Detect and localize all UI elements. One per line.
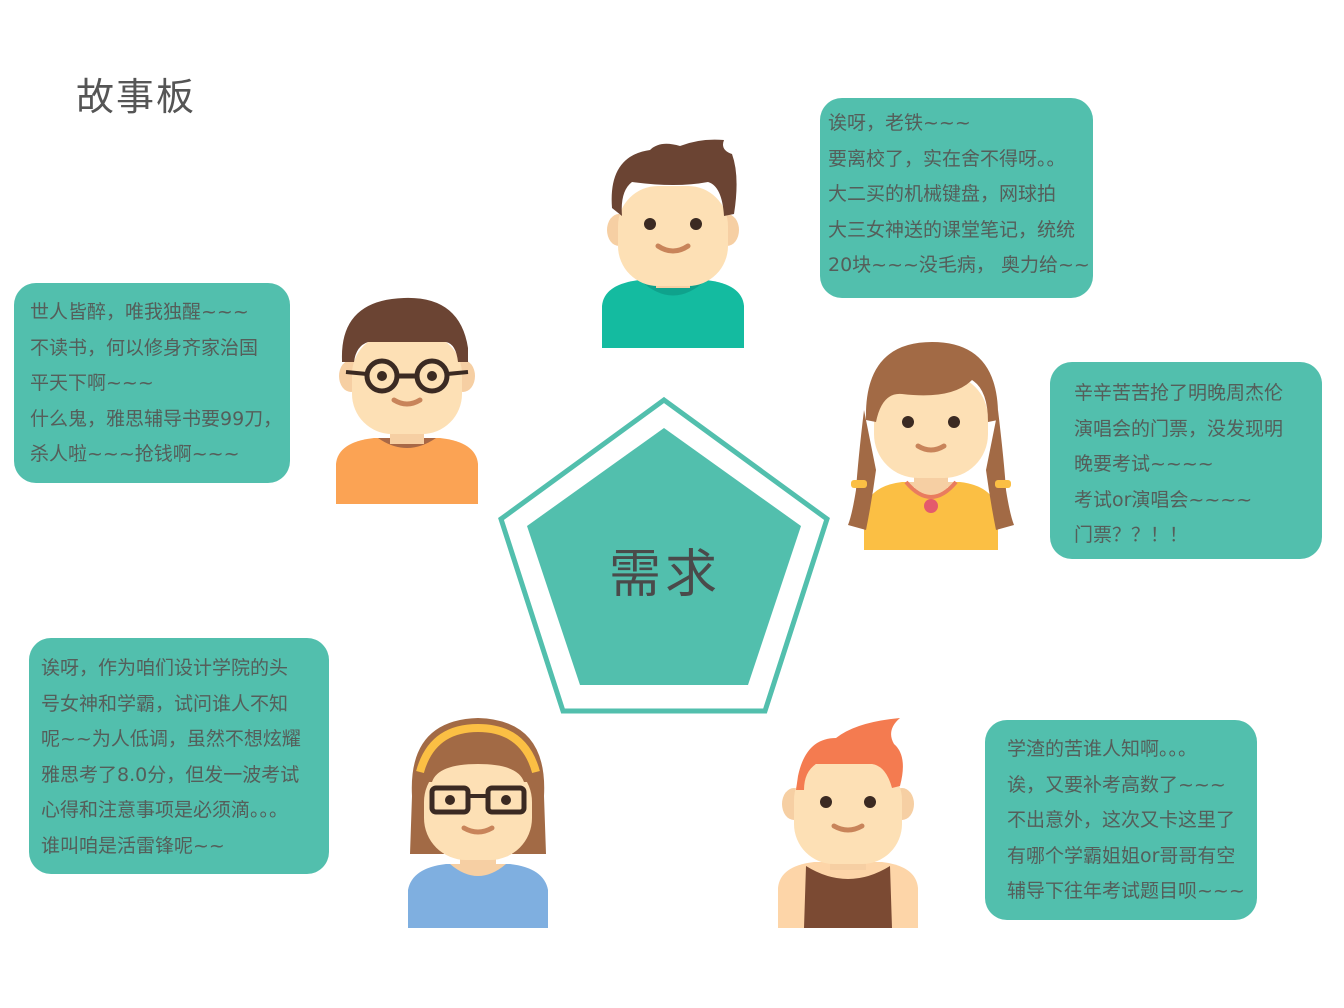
bubble-line: 杀人啦~~~抢钱啊~~~ [30, 443, 240, 465]
page-title: 故事板 [76, 75, 197, 119]
girl-glasses-avatar-icon [408, 718, 548, 928]
boy-glasses-avatar-icon [336, 297, 478, 504]
girl-braids-avatar-icon [848, 342, 1014, 550]
bubble-line: 大三女神送的课堂笔记，统统 [828, 218, 1076, 241]
bubble-line: 学渣的苦谁人知啊。。。 [1007, 738, 1198, 760]
bubble-line: 诶呀，老铁~~~ [828, 112, 971, 134]
bubble-line: 呢~~为人低调，虽然不想炫耀 [41, 728, 301, 750]
bubble-line: 辅导下往年考试题目呗~~~ [1007, 880, 1245, 902]
speech-bubble-top: 诶呀，老铁~~~ 要离校了，实在舍不得呀。。 大二买的机械键盘，网球拍 大三女神… [820, 98, 1093, 298]
boy-redhair-avatar-icon [778, 718, 918, 928]
bubble-line: 晚要考试~~~~ [1074, 453, 1214, 475]
bubble-line: 不出意外，这次又卡这里了 [1007, 809, 1236, 831]
bubble-line: 辛辛苦苦抢了明晚周杰伦 [1074, 382, 1284, 404]
bubble-line: 考试or演唱会~~~~ [1074, 488, 1253, 511]
boy-avatar-icon [602, 139, 744, 348]
bubble-line: 不读书，何以修身齐家治国 [30, 336, 259, 359]
bubble-line: 门票？？！！ [1074, 524, 1189, 546]
bubble-line: 要离校了，实在舍不得呀。。 [828, 147, 1066, 170]
bubble-line: 大二买的机械键盘，网球拍 [828, 183, 1057, 205]
bubble-line: 演唱会的门票，没发现明 [1074, 417, 1284, 440]
speech-bubble-bottom-left: 诶呀，作为咱们设计学院的头 号女神和学霸，试问谁人不知 呢~~为人低调，虽然不想… [29, 638, 329, 874]
bubble-line: 诶，又要补考高数了~~~ [1007, 773, 1226, 796]
bubble-line: 号女神和学霸，试问谁人不知 [41, 692, 289, 715]
speech-bubble-right: 辛辛苦苦抢了明晚周杰伦 演唱会的门票，没发现明 晚要考试~~~~ 考试or演唱会… [1050, 362, 1322, 559]
center-label: 需求 [608, 545, 721, 605]
center-pentagon [498, 396, 830, 714]
bubble-line: 雅思考了8.0分，但发一波考试 [41, 763, 300, 786]
bubble-line: 什么鬼，雅思辅导书要99刀， [30, 407, 283, 430]
bubble-line: 心得和注意事项是必须滴。。。 [41, 799, 289, 821]
bubble-line: 谁叫咱是活雷锋呢~~ [41, 834, 225, 857]
speech-bubble-bottom-right: 学渣的苦谁人知啊。。。 诶，又要补考高数了~~~ 不出意外，这次又卡这里了 有哪… [985, 720, 1257, 920]
bubble-line: 平天下啊~~~ [30, 372, 154, 394]
bubble-line: 有哪个学霸姐姐or哥哥有空 [1007, 844, 1236, 867]
bubble-line: 世人皆醉，唯我独醒~~~ [30, 301, 249, 323]
bubble-line: 20块~~~没毛病， 奥力给~~ [828, 254, 1090, 276]
speech-bubble-left: 世人皆醉，唯我独醒~~~ 不读书，何以修身齐家治国 平天下啊~~~ 什么鬼，雅思… [14, 283, 290, 483]
bubble-line: 诶呀，作为咱们设计学院的头 [41, 657, 289, 679]
